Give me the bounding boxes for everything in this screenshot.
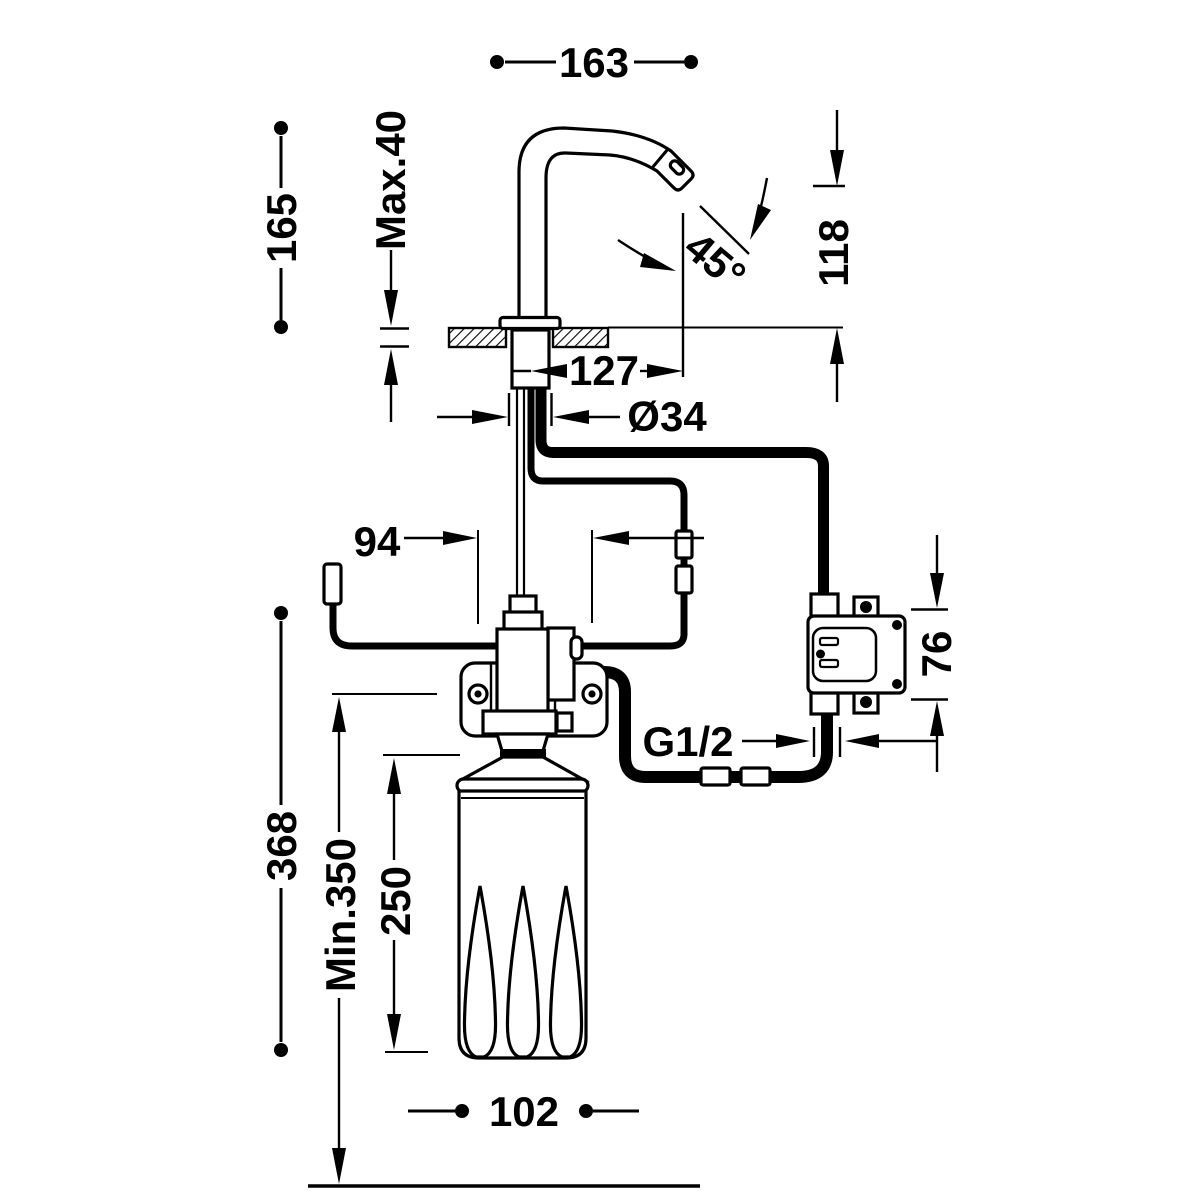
control-box-top-tab-hole bbox=[860, 601, 872, 613]
bracket-screw-right-center bbox=[588, 690, 596, 698]
control-box-screw-top bbox=[892, 620, 902, 630]
dim-250-label: 250 bbox=[372, 866, 419, 936]
dim-45deg-label: 45° bbox=[676, 222, 755, 299]
under-deck-tubing bbox=[322, 388, 833, 787]
soap-bottle bbox=[455, 709, 591, 1060]
dimension-min350: Min.350 bbox=[317, 693, 437, 1184]
bottle-neck bbox=[494, 732, 551, 753]
spout-body bbox=[517, 126, 695, 334]
control-box-housing bbox=[806, 614, 907, 695]
hose-connector-left bbox=[699, 766, 732, 787]
dim-102-label: 102 bbox=[489, 1088, 559, 1135]
dimension-118: 118 bbox=[810, 110, 857, 402]
dim-dot bbox=[274, 1043, 288, 1057]
dim-dot bbox=[684, 55, 698, 69]
dimension-diameter34: Ø34 bbox=[437, 393, 707, 440]
sensor-window bbox=[668, 159, 686, 176]
dimension-102: 102 bbox=[408, 1088, 639, 1135]
dim-diameter34-label: Ø34 bbox=[627, 393, 707, 440]
dim-165-label: 165 bbox=[258, 193, 305, 263]
cable-inline-connector-lower bbox=[674, 564, 694, 595]
dim-76-label: 76 bbox=[913, 631, 960, 678]
bracket-screw-left-center bbox=[474, 690, 482, 698]
control-box-bottom-port bbox=[809, 690, 840, 716]
bottle-neck-ring bbox=[500, 749, 546, 758]
dim-118-label: 118 bbox=[810, 219, 857, 287]
countertop bbox=[447, 326, 843, 349]
bottle-rib-3 bbox=[548, 885, 584, 1059]
dim-dot bbox=[274, 320, 288, 334]
collar-latch bbox=[555, 711, 574, 733]
dim-dot bbox=[274, 606, 288, 620]
control-box-faceplate bbox=[811, 626, 878, 683]
dim-94-label: 94 bbox=[354, 518, 401, 565]
dim-dot bbox=[490, 55, 504, 69]
spout-tip-cap-line bbox=[650, 148, 670, 169]
dim-368-label: 368 bbox=[258, 811, 305, 881]
dimension-250: 250 bbox=[372, 754, 460, 1053]
dimension-76: 76 bbox=[911, 535, 960, 772]
faceplate-slot-bottom bbox=[818, 658, 840, 669]
control-box-screw-bottom bbox=[892, 679, 902, 689]
countertop-hatch-right bbox=[551, 326, 610, 349]
control-box-bottom-tab-hole bbox=[860, 696, 872, 708]
bottle-shoulder bbox=[460, 755, 591, 782]
faucet-shank bbox=[510, 328, 551, 390]
cable-end-connector bbox=[322, 562, 343, 606]
valve-body bbox=[495, 627, 550, 714]
dimension-368: 368 bbox=[258, 606, 305, 1057]
dimension-g12: G1/2 bbox=[642, 718, 938, 765]
dim-163-label: 163 bbox=[559, 39, 629, 86]
dim-min350-label: Min.350 bbox=[317, 838, 364, 992]
dim-max40-label: Max.40 bbox=[367, 110, 414, 250]
escutcheon bbox=[498, 315, 562, 331]
faceplate-dot bbox=[816, 649, 825, 659]
dim-127-label: 127 bbox=[569, 347, 639, 394]
dim-dot bbox=[274, 121, 288, 135]
bottle-rib-1 bbox=[462, 885, 498, 1059]
hose-connector-right bbox=[739, 766, 772, 787]
dim-g12-label: G1/2 bbox=[642, 718, 733, 765]
dimension-127: 127 bbox=[511, 347, 683, 394]
valve-side-block bbox=[546, 626, 576, 702]
cable-inline-connector-upper bbox=[674, 529, 694, 560]
dimension-45deg: 45° bbox=[617, 177, 771, 377]
valve-port bbox=[569, 635, 584, 661]
faceplate-slot-top bbox=[818, 636, 840, 647]
dimension-165: 165 bbox=[258, 121, 305, 334]
control-box bbox=[806, 592, 907, 716]
bottle-collar bbox=[481, 709, 558, 736]
dim-dot bbox=[579, 1104, 593, 1118]
dimension-max40: Max.40 bbox=[367, 110, 414, 422]
dimension-163: 163 bbox=[490, 39, 698, 86]
faucet-spout bbox=[498, 126, 695, 390]
bottle-rib-2 bbox=[505, 885, 541, 1059]
angle-reference-line bbox=[699, 205, 750, 255]
dimension-94: 94 bbox=[354, 518, 704, 624]
control-box-cable-entry bbox=[809, 592, 840, 620]
dim-dot bbox=[455, 1104, 469, 1118]
countertop-hatch-left bbox=[447, 326, 508, 349]
